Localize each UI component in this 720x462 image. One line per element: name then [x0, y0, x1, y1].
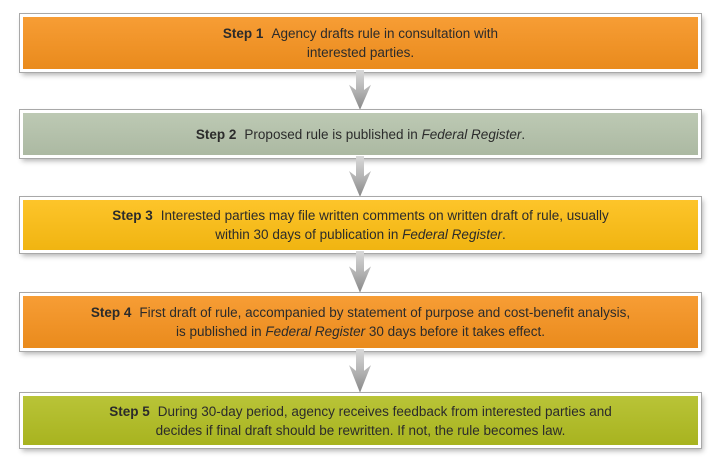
step-label: Step 1 [222, 26, 264, 41]
step-1-box: Step 1 Agency drafts rule in consultation… [19, 13, 702, 73]
text-run: 30 days before it takes effect. [365, 324, 545, 339]
text-run: During 30-day period, agency receives fe… [157, 403, 612, 419]
step-text-line: Step 2 Proposed rule is published in Fede… [196, 125, 525, 144]
text-run: . [501, 227, 506, 242]
italic-text-run: Federal Register [402, 227, 502, 242]
down-arrow-icon [349, 156, 371, 197]
text-run: within 30 days of publication in [215, 227, 403, 242]
step-text-line: Step 1 Agency drafts rule in consultation… [223, 24, 498, 43]
step-text-line: Step 5 During 30-day period, agency recei… [109, 402, 612, 421]
text-run: Proposed rule is published in [244, 126, 422, 142]
step-text-line: Step 4 First draft of rule, accompanied b… [91, 303, 630, 322]
step-text-line: interested parties. [307, 43, 414, 62]
italic-text-run: Federal Register [265, 324, 366, 339]
text-run: Agency drafts rule in consultation with [271, 26, 499, 41]
down-arrow-icon [349, 251, 371, 293]
step-label: Step 3 [112, 208, 153, 223]
text-run: First draft of rule, accompanied by stat… [139, 305, 631, 320]
text-run: . [521, 126, 526, 142]
step-text-line: is published in Federal Register 30 days… [176, 322, 545, 341]
text-run: Interested parties may file written comm… [160, 208, 609, 223]
text-run: decides if final draft should be rewritt… [155, 422, 566, 438]
italic-text-run: Federal Register [421, 126, 522, 142]
step-text-line: within 30 days of publication in Federal… [215, 225, 505, 244]
down-arrow-icon [349, 70, 371, 110]
step-5-box: Step 5 During 30-day period, agency recei… [19, 392, 702, 449]
step-4-box: Step 4 First draft of rule, accompanied b… [19, 292, 702, 352]
step-label: Step 2 [195, 126, 237, 142]
step-label: Step 5 [109, 403, 150, 419]
text-run: is published in [176, 324, 266, 339]
step-text-line: Step 3 Interested parties may file writte… [112, 206, 608, 225]
step-label: Step 4 [90, 305, 132, 320]
step-3-box: Step 3 Interested parties may file writte… [19, 196, 702, 254]
step-text-line: decides if final draft should be rewritt… [156, 421, 566, 440]
text-run: interested parties. [306, 45, 415, 60]
step-2-box: Step 2 Proposed rule is published in Fede… [19, 109, 702, 159]
down-arrow-icon [349, 349, 371, 393]
